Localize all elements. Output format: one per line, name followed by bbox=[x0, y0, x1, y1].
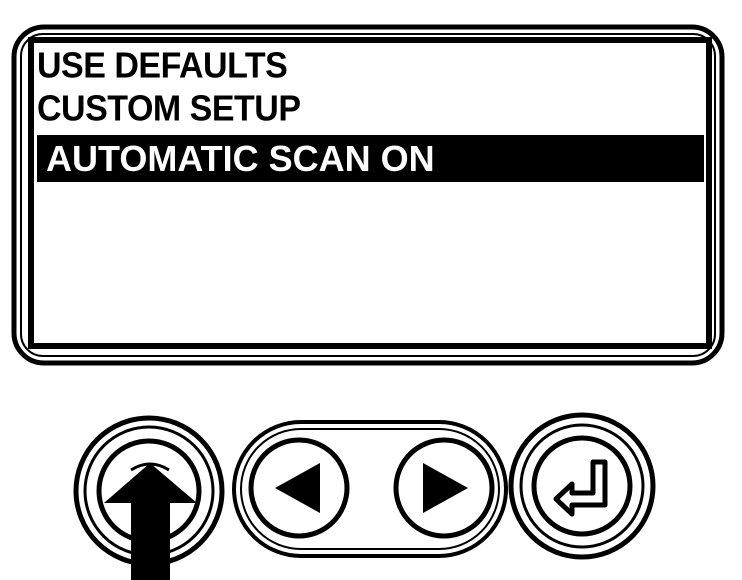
up-button[interactable] bbox=[76, 418, 222, 564]
right-button[interactable] bbox=[396, 440, 492, 536]
enter-button-graphic bbox=[508, 412, 656, 560]
menu-item-custom-setup[interactable]: CUSTOM SETUP bbox=[37, 88, 301, 129]
left-triangle-icon bbox=[275, 463, 320, 513]
right-triangle-icon bbox=[423, 463, 468, 513]
pointer-arrow-icon bbox=[104, 463, 197, 580]
enter-return-icon bbox=[553, 459, 608, 517]
enter-button[interactable] bbox=[511, 415, 653, 557]
lcd-screen: USE DEFAULTS CUSTOM SETUP AUTOMATIC SCAN… bbox=[37, 45, 704, 340]
left-button[interactable] bbox=[251, 440, 347, 536]
menu-item-use-defaults[interactable]: USE DEFAULTS bbox=[37, 45, 288, 86]
navigation-pill-graphic bbox=[232, 420, 508, 558]
lcd-screen-frame bbox=[28, 37, 712, 349]
menu-item-automatic-scan-on[interactable]: AUTOMATIC SCAN ON bbox=[37, 135, 704, 182]
display-bezel-inner bbox=[20, 33, 716, 357]
display-bezel-outer bbox=[11, 24, 725, 366]
